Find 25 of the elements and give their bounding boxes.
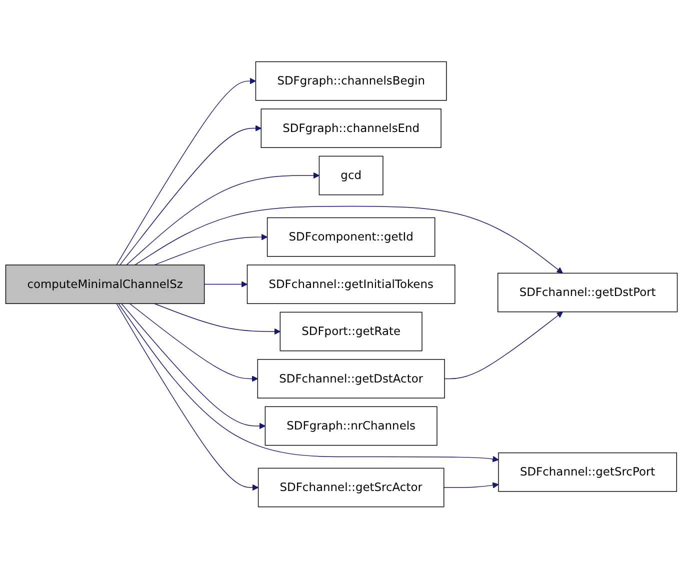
- arrow: [444, 482, 499, 488]
- node-box: SDFcomponent::getId: [266, 217, 436, 256]
- arrow: [154, 302, 280, 334]
- arrow: [204, 280, 248, 288]
- arrow: [129, 302, 258, 382]
- arrow: [121, 302, 266, 429]
- node-box: SDFchannel::getSrcActor: [258, 468, 444, 507]
- node-box: SDFchannel::getDstPort: [498, 272, 678, 312]
- arrow: [134, 206, 563, 274]
- node-box: SDFgraph::nrChannels: [264, 406, 438, 446]
- node-box: SDFport::getRate: [280, 312, 422, 351]
- node-box: gcd: [318, 156, 384, 195]
- arrow: [116, 302, 259, 490]
- node-box: SDFchannel::getInitialTokens: [246, 264, 456, 304]
- node-box: SDFgraph::channelsBegin: [255, 61, 447, 100]
- arrow: [126, 172, 320, 266]
- node-box: SDFgraph::channelsEnd: [260, 108, 442, 148]
- arrow: [444, 311, 563, 379]
- node-box: SDFchannel::getDstActor: [257, 358, 445, 398]
- node-box: SDFchannel::getSrcPort: [498, 452, 677, 492]
- arrow: [116, 78, 256, 266]
- arrow: [120, 124, 262, 266]
- arrow: [118, 302, 499, 462]
- arrow: [154, 234, 268, 266]
- node-box: computeMinimalChannelSz: [5, 264, 205, 304]
